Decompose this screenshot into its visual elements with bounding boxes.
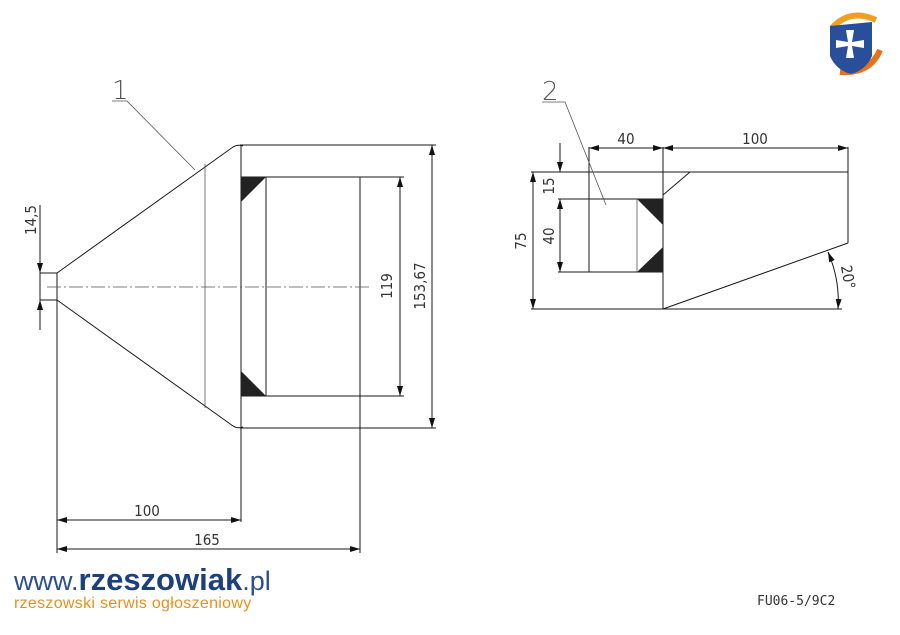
dim-angle: 20° <box>837 264 859 291</box>
url-brand: rzeszowiak <box>78 562 243 597</box>
dim-inner: 119 <box>378 273 396 299</box>
part-label: 1 <box>112 76 129 106</box>
watermark: www.rzeszowiak.pl rzeszowski serwis ogło… <box>14 564 271 613</box>
weld-mark <box>241 177 266 202</box>
watermark-tagline: rzeszowski serwis ogłoszeniowy <box>14 595 252 612</box>
url-prefix: www. <box>14 566 79 596</box>
weld-mark <box>637 247 663 272</box>
dim-length: 100 <box>742 130 768 148</box>
part-label: 2 <box>542 77 559 107</box>
dim-pipe: 14,5 <box>22 205 40 235</box>
part-2-section: 40 100 15 40 75 20° 2 <box>512 77 859 310</box>
weld-mark <box>241 371 266 396</box>
part-1-funnel: 119 153,67 14,5 100 165 1 <box>22 76 436 553</box>
dim-width: 40 <box>617 130 634 148</box>
rzeszowiak-logo <box>829 12 883 76</box>
watermark-url[interactable]: www.rzeszowiak.pl <box>14 564 271 596</box>
dim-length-cone: 100 <box>134 502 160 520</box>
drawing-code: FU06-5/9C2 <box>757 594 836 609</box>
dim-outer: 153,67 <box>411 262 429 309</box>
weld-mark <box>637 199 663 225</box>
dim-length-total: 165 <box>194 531 220 549</box>
url-suffix: .pl <box>242 566 271 596</box>
dim-top: 15 <box>540 177 558 194</box>
dim-opening: 40 <box>540 227 558 244</box>
dim-height: 75 <box>512 232 530 249</box>
